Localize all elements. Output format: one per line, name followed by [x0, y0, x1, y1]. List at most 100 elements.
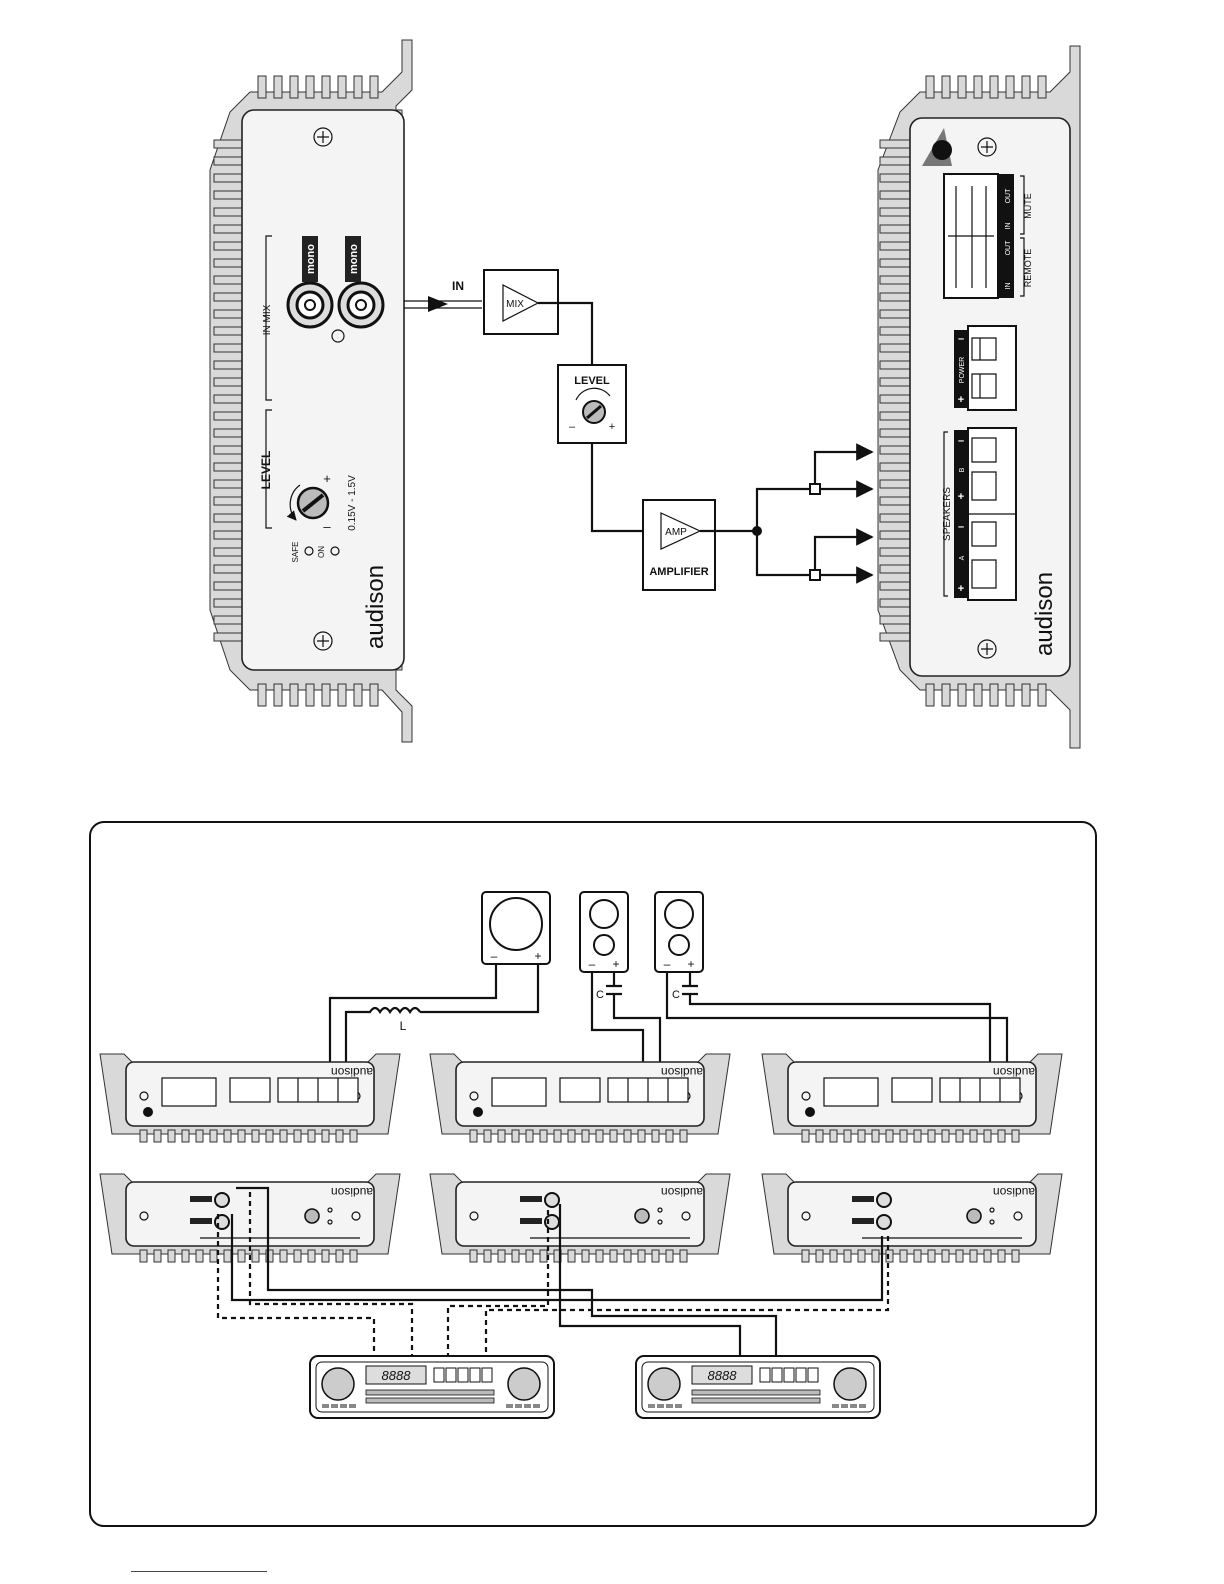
on-label: ON — [317, 546, 326, 558]
preset-button[interactable] — [470, 1368, 480, 1382]
heatsink-fin — [322, 1130, 329, 1142]
amplifier-input-panel: audison — [430, 1174, 730, 1262]
heatsink-fin — [880, 310, 912, 318]
volume-knob[interactable] — [322, 1368, 354, 1400]
amplifier-brand-logo: audison — [993, 1185, 1035, 1199]
level-minus: – — [323, 519, 331, 534]
in-label: IN — [452, 279, 464, 293]
heatsink-fin — [154, 1250, 161, 1262]
heatsink-fin — [958, 76, 966, 98]
level-knob[interactable] — [635, 1209, 649, 1223]
heatsink-fin — [1022, 684, 1030, 706]
output-branch-a — [757, 531, 812, 575]
preset-button[interactable] — [458, 1368, 468, 1382]
preset-button[interactable] — [808, 1368, 818, 1382]
mute-in-label: IN — [1005, 223, 1012, 230]
heatsink-fin — [928, 1250, 935, 1262]
heatsink-fin — [526, 1130, 533, 1142]
preset-button[interactable] — [784, 1368, 794, 1382]
preset-button[interactable] — [772, 1368, 782, 1382]
remote-mute-connector[interactable] — [492, 1078, 546, 1106]
heatsink-fin — [880, 599, 912, 607]
heatsink-fin — [942, 684, 950, 706]
small-button[interactable] — [657, 1404, 664, 1408]
heatsink-fin — [872, 1130, 879, 1142]
heatsink-fin — [498, 1130, 505, 1142]
preset-button[interactable] — [760, 1368, 770, 1382]
preset-button[interactable] — [482, 1368, 492, 1382]
inductor-label: L — [400, 1019, 407, 1033]
heatsink-fin — [154, 1130, 161, 1142]
small-button[interactable] — [859, 1404, 866, 1408]
tuning-knob[interactable] — [508, 1368, 540, 1400]
small-button[interactable] — [666, 1404, 673, 1408]
volume-knob[interactable] — [648, 1368, 680, 1400]
heatsink-fin — [666, 1130, 673, 1142]
heatsink-fin — [914, 1250, 921, 1262]
speaker-3-plus: + — [687, 957, 694, 971]
heatsink-fin — [210, 1130, 217, 1142]
preset-button[interactable] — [434, 1368, 444, 1382]
heatsink-fin — [990, 684, 998, 706]
level-knob[interactable] — [967, 1209, 981, 1223]
heatsink-fin — [484, 1250, 491, 1262]
small-button[interactable] — [506, 1404, 513, 1408]
mono-label-strip — [190, 1218, 212, 1224]
heatsink-fin — [880, 446, 912, 454]
heatsink-fin — [526, 1250, 533, 1262]
small-button[interactable] — [524, 1404, 531, 1408]
preset-button[interactable] — [796, 1368, 806, 1382]
heatsink-fin — [624, 1250, 631, 1262]
cd-slot — [692, 1390, 820, 1395]
rca-jack[interactable] — [877, 1215, 891, 1229]
heatsink-fin — [880, 633, 912, 641]
heatsink-fin — [470, 1130, 477, 1142]
small-button[interactable] — [331, 1404, 338, 1408]
heatsink-fin — [998, 1130, 1005, 1142]
cd-slot — [366, 1390, 494, 1395]
rca-jack[interactable] — [877, 1193, 891, 1207]
tuning-knob[interactable] — [834, 1368, 866, 1400]
power-terminal[interactable] — [560, 1078, 600, 1102]
level-to-amp-line — [592, 443, 644, 531]
amplifier-brand-logo: audison — [993, 1065, 1035, 1079]
heatsink-fin — [484, 1130, 491, 1142]
small-button[interactable] — [841, 1404, 848, 1408]
mono-label-strip — [852, 1196, 874, 1202]
small-button[interactable] — [322, 1404, 329, 1408]
heatsink-fin — [880, 463, 912, 471]
small-button[interactable] — [349, 1404, 356, 1408]
remote-mute-connector[interactable] — [824, 1078, 878, 1106]
small-button[interactable] — [340, 1404, 347, 1408]
power-terminal[interactable] — [230, 1078, 270, 1102]
small-button[interactable] — [832, 1404, 839, 1408]
heatsink-fin — [880, 140, 912, 148]
heatsink-fin — [880, 276, 912, 284]
heatsink-fin — [880, 191, 912, 199]
output-panel: IN OUT IN OUT REMOTE MUTE POWER + – – B … — [878, 46, 1080, 748]
heatsink-fin — [336, 1250, 343, 1262]
heatsink-fin — [308, 1250, 315, 1262]
heatsink-fin — [880, 582, 912, 590]
small-button[interactable] — [533, 1404, 540, 1408]
heatsink-fin — [984, 1250, 991, 1262]
rca-jack[interactable] — [215, 1193, 229, 1207]
level-knob[interactable] — [305, 1209, 319, 1223]
capacitor-label-1: C — [596, 989, 604, 1001]
heatsink-fin — [1022, 76, 1030, 98]
small-button[interactable] — [675, 1404, 682, 1408]
power-terminal[interactable] — [892, 1078, 932, 1102]
small-button[interactable] — [515, 1404, 522, 1408]
rca-jack[interactable] — [545, 1193, 559, 1207]
preset-button[interactable] — [446, 1368, 456, 1382]
speaker-b-plus-sign: + — [958, 491, 964, 503]
speaker-2-minus: – — [589, 957, 596, 971]
remote-mute-connector[interactable] — [162, 1078, 216, 1106]
amp-label: AMP — [665, 527, 687, 538]
small-button[interactable] — [648, 1404, 655, 1408]
heatsink-fin — [306, 76, 314, 98]
cd-slot — [692, 1398, 820, 1403]
small-button[interactable] — [850, 1404, 857, 1408]
heatsink-fin — [322, 684, 330, 706]
